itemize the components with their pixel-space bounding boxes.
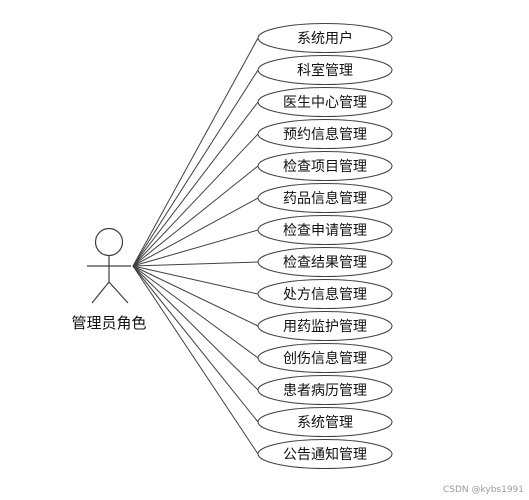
actor-label: 管理员角色 [71,314,146,332]
use-case-label: 检查结果管理 [283,255,367,271]
association-line [132,165,259,267]
association-line [132,101,259,267]
association-line [132,265,259,359]
use-case-label: 系统用户 [297,30,353,47]
use-case-node: 用药监护管理 [257,311,393,341]
association-lines [132,37,259,455]
use-case-ellipse [257,215,393,245]
use-case-node: 预约信息管理 [257,119,393,149]
association-line [132,69,259,267]
use-case-ellipse [257,151,393,181]
use-case-label: 创伤信息管理 [283,350,367,367]
use-case-node: 公告通知管理 [257,439,393,469]
association-line [132,265,259,327]
use-case-label: 处方信息管理 [283,286,367,303]
association-line [132,265,259,455]
use-case-node: 处方信息管理 [257,279,393,309]
use-case-ellipse [257,311,393,341]
use-case-label: 系统管理 [297,415,353,431]
actor-figure: 管理员角色 [71,227,147,332]
association-line [132,265,259,295]
use-case-node: 系统用户 [257,23,393,53]
actor-right-leg [108,281,129,304]
watermark: CSDN @kybs1991 [443,485,524,495]
use-case-node: 系统管理 [257,407,393,437]
use-case-ellipse [257,439,393,469]
association-line [132,229,259,267]
use-case-node: 患者病历管理 [257,375,393,405]
association-line [132,261,259,267]
use-case-label: 医生中心管理 [283,95,367,111]
association-line [132,133,259,267]
use-case-node: 医生中心管理 [257,87,393,117]
use-case-ellipse [257,183,393,213]
use-case-ellipse [257,119,393,149]
use-case-label: 检查申请管理 [283,223,367,239]
use-case-label: 用药监护管理 [283,319,367,335]
association-line [132,265,259,391]
use-case-node: 药品信息管理 [257,183,393,213]
use-case-list: 系统用户科室管理医生中心管理预约信息管理检查项目管理药品信息管理检查申请管理检查… [257,23,393,469]
use-case-ellipse [257,407,393,437]
use-case-label: 患者病历管理 [283,383,367,399]
use-case-ellipse [257,375,393,405]
use-case-node: 科室管理 [257,55,393,85]
use-case-label: 药品信息管理 [283,190,367,207]
use-case-ellipse [257,247,393,277]
use-case-ellipse [257,279,393,309]
association-line [132,265,259,423]
use-case-label: 公告通知管理 [283,446,367,463]
use-case-ellipse [257,87,393,117]
use-case-label: 检查项目管理 [283,159,367,175]
use-case-label: 科室管理 [297,62,353,79]
actor-head [94,227,124,257]
use-case-node: 检查项目管理 [257,151,393,181]
use-case-node: 检查申请管理 [257,215,393,245]
use-case-ellipse [257,343,393,373]
association-line [132,37,259,267]
use-case-ellipse [257,55,393,85]
actor-left-leg [91,281,110,304]
use-case-node: 创伤信息管理 [257,343,393,373]
use-case-ellipse [257,23,393,53]
association-line [132,197,259,267]
use-case-node: 检查结果管理 [257,247,393,277]
use-case-label: 预约信息管理 [283,126,367,143]
